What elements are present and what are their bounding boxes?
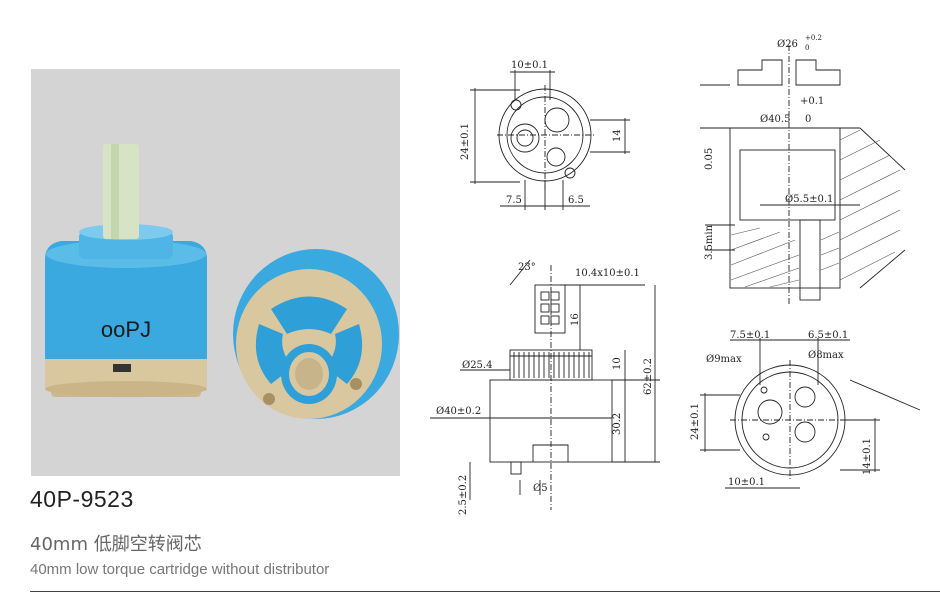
product-title-cn: 40mm 低脚空转阀芯 — [30, 534, 202, 555]
dim-total-h: 62±0.2 — [643, 358, 654, 395]
dim-top-right: 6.5 — [568, 195, 584, 206]
dim-min-depth: 3.5min — [704, 224, 715, 260]
dim-bot-right-w: 6.5±0.1 — [808, 330, 848, 341]
dim-seat-bore: Ø40.5 — [760, 114, 790, 125]
dim-bot-14: 14±0.1 — [862, 438, 873, 475]
dim-seat-top-dia: Ø26 — [777, 39, 798, 50]
dim-bot-10: 10±0.1 — [728, 477, 765, 488]
dim-seat-tol-up: +0.2 — [805, 34, 822, 42]
dim-angle: 23° — [518, 262, 536, 273]
cartridge-bottom-view — [233, 249, 399, 419]
dim-body-dia: Ø40±0.2 — [436, 406, 481, 417]
dim-top-left: 7.5 — [506, 195, 522, 206]
dim-shoulder-dia: Ø25.4 — [462, 360, 492, 371]
section-hatch — [730, 129, 901, 288]
dim-top-height: 24±0.1 — [460, 123, 471, 160]
dim-seat-tol-low: 0 — [805, 44, 809, 52]
top-view-drawing — [470, 70, 630, 210]
dim-pin-dia: Ø5.5±0.1 — [785, 194, 833, 205]
product-photo: ooPJ — [31, 69, 400, 476]
dim-bot-height: 24±0.1 — [690, 403, 701, 440]
side-view-drawing — [430, 259, 660, 510]
dim-foot-h: 2.5±0.2 — [458, 475, 469, 515]
brand-mark: ooPJ — [101, 317, 151, 342]
dim-hole2: Ø8max — [808, 350, 844, 361]
dim-stem-height: 16 — [570, 313, 581, 326]
cartridge-side-view: ooPJ — [45, 144, 207, 397]
product-code: 40P-9523 — [30, 486, 134, 512]
bottom-divider — [30, 591, 940, 592]
dim-top-slot: 14 — [612, 129, 623, 142]
section-view-drawing — [700, 45, 906, 305]
side-view-splines — [513, 352, 590, 378]
dim-stem-spline: 10.4x10±0.1 — [575, 268, 640, 279]
dim-bot-left-w: 7.5±0.1 — [730, 330, 770, 341]
dim-hole1: Ø9max — [706, 354, 742, 365]
dim-flatness: 0.05 — [704, 148, 715, 170]
dim-seat-plus: +0.1 — [800, 96, 824, 107]
dim-shoulder-h: 10 — [612, 357, 623, 370]
dim-seat-bore-tol: 0 — [805, 114, 811, 125]
product-title-en: 40mm low torque cartridge without distri… — [30, 561, 330, 578]
dim-top-width: 10±0.1 — [511, 60, 548, 71]
dim-body-h: 30.2 — [612, 413, 623, 435]
dim-foot-dia: Ø5 — [533, 483, 548, 494]
bottom-view-drawing — [700, 338, 921, 489]
